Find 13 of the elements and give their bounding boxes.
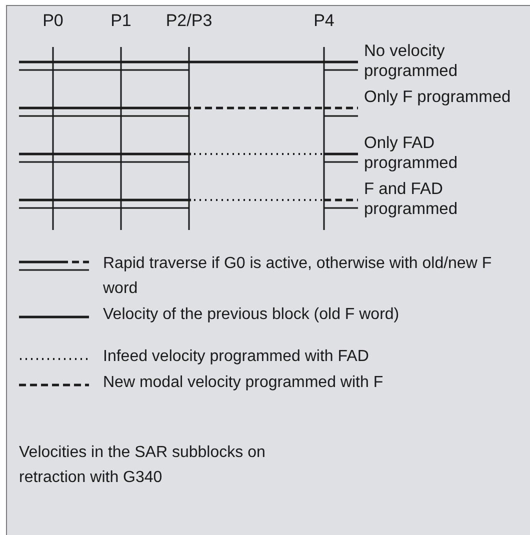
legend-text: Infeed velocity programmed with FAD <box>103 347 370 367</box>
legend-text: Rapid traverse if G0 is active, otherwise with old/new F word <box>103 254 493 299</box>
legend-text: New modal velocity programmed with F <box>103 373 384 393</box>
row-label: Only FAD programmed <box>364 133 459 173</box>
caption: Velocities in the SAR subblocks on retraction with G340 <box>19 443 266 488</box>
point-label: P1 <box>110 11 132 30</box>
point-label: P0 <box>42 11 64 30</box>
point-label: P2/P3 <box>166 11 212 30</box>
row-label: Only F programmed <box>364 87 512 107</box>
row-label: F and FAD programmed <box>364 179 459 219</box>
legend-text: Velocity of the previous block (old F word) <box>103 305 400 325</box>
point-label: P4 <box>314 11 334 30</box>
row-label: No velocity programmed <box>364 41 459 81</box>
